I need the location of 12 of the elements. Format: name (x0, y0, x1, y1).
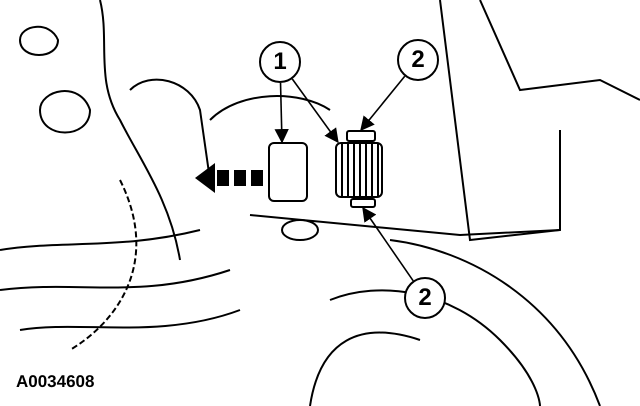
callout-number: 2 (397, 39, 439, 81)
leader-line (362, 206, 414, 282)
leader-line (274, 82, 289, 144)
locking-tab-drawing (346, 130, 376, 142)
leader-line (292, 78, 339, 144)
figure-code: A0034608 (16, 372, 94, 392)
callout-number: 2 (404, 277, 446, 319)
callout-number: 1 (259, 41, 301, 83)
connector-plug-drawing (268, 142, 308, 202)
leader-line (360, 76, 406, 132)
locking-tab-drawing (350, 198, 376, 208)
connector-socket-drawing (335, 142, 383, 198)
